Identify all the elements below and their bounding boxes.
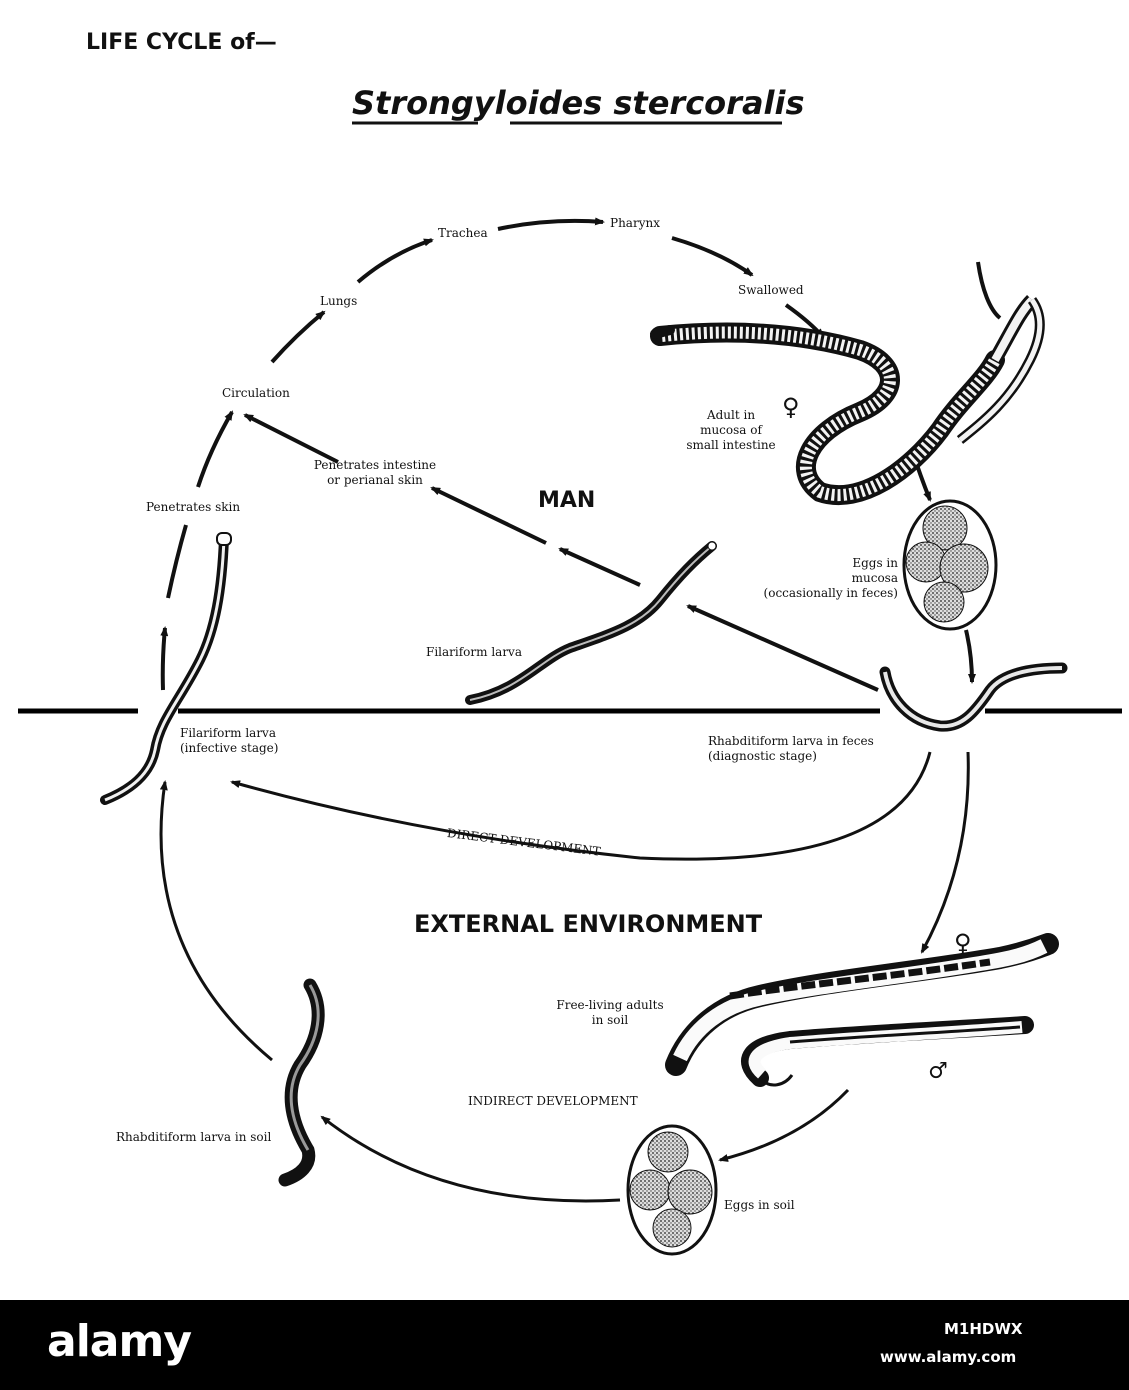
arrow-autoinfection-c (430, 486, 547, 545)
rhabditiform-larva-feces (879, 662, 1068, 732)
label-eggs-mucosa-line3: (occasionally in feces) (763, 586, 898, 600)
female-symbol-free-living: ♀ (954, 929, 972, 957)
section-external-environment: EXTERNAL ENVIRONMENT (414, 910, 763, 938)
arrow-eggs-rhabditiform-soil (320, 1115, 621, 1203)
label-penetrates-intestine: Penetrates intestine or perianal skin (300, 458, 450, 488)
free-living-female (665, 933, 1059, 1076)
label-filariform-larva-man: Filariform larva (426, 645, 522, 659)
arrow-eggs-rhabditiform (964, 629, 976, 684)
arrow-direct-development (230, 751, 932, 861)
arrow-skin-circulation-a (196, 410, 234, 488)
label-circulation: Circulation (222, 386, 290, 400)
arrow-larva-skin-b (166, 524, 188, 599)
rhabditiform-larva-soil (278, 978, 325, 1187)
free-living-male (741, 1016, 1034, 1087)
label-lungs: Lungs (320, 294, 358, 308)
eggs-in-soil (626, 1124, 718, 1256)
arrow-autoinfection-b (558, 547, 641, 587)
footer-logo: alamy (47, 1316, 192, 1367)
upper-cycle-arrows (160, 217, 976, 692)
arrow-rhabditiform-soil-filariform (159, 780, 273, 1062)
label-adult-line1: Adult in (706, 408, 756, 422)
footer-image-id: M1HDWX (944, 1320, 1023, 1338)
label-adult-line2: mucosa of (700, 423, 762, 437)
label-rhabditiform-feces: Rhabditiform larva in feces (diagnostic … (708, 734, 874, 764)
male-symbol-free-living: ♂ (928, 1059, 948, 1084)
label-indirect-development: INDIRECT DEVELOPMENT (468, 1094, 638, 1108)
label-adult-line3: small intestine (686, 438, 776, 452)
label-free-living-adults: Free-living adults in soil (548, 998, 672, 1028)
arrow-lungs-trachea (356, 238, 434, 284)
label-penetrates-intestine-line1: Penetrates intestine (313, 458, 437, 472)
label-trachea: Trachea (438, 226, 488, 240)
life-cycle-diagram (18, 121, 1122, 1256)
label-eggs-mucosa-line2: mucosa (851, 571, 898, 585)
arrow-pharynx-swallowed (671, 236, 754, 277)
label-adult-in-mucosa: Adult in mucosa of small intestine (676, 408, 786, 453)
arrow-rhabditiform-free-living (920, 751, 970, 954)
female-symbol-adult: ♀ (782, 393, 800, 421)
footer-url: www.alamy.com (880, 1348, 1017, 1366)
lower-cycle-arrows (159, 751, 970, 1203)
label-pharynx: Pharynx (610, 216, 660, 230)
label-free-living-line2: in soil (591, 1013, 629, 1027)
label-penetrates-intestine-line2: or perianal skin (327, 473, 423, 487)
arrow-larva-skin-a (160, 626, 169, 691)
arrow-trachea-pharynx (497, 217, 605, 231)
label-rhabditiform-feces-line2: (diagnostic stage) (708, 749, 817, 763)
label-filariform-infective-line2: (infective stage) (180, 741, 279, 755)
label-eggs-in-soil: Eggs in soil (724, 1198, 795, 1212)
label-rhabditiform-feces-line1: Rhabditiform larva in feces (708, 734, 874, 748)
label-penetrates-skin: Penetrates skin (146, 500, 241, 514)
footer-bar (0, 1300, 1129, 1390)
title-species: Strongyloides stercoralis (352, 84, 805, 122)
arrow-autoinfection (686, 604, 879, 692)
adult-female-worm (650, 261, 1045, 506)
label-filariform-infective-line1: Filariform larva (180, 726, 276, 740)
filariform-larva-infective (100, 532, 232, 805)
arrow-circulation-lungs (270, 310, 326, 364)
label-eggs-in-mucosa: Eggs in mucosa (occasionally in feces) (738, 556, 898, 601)
label-filariform-infective: Filariform larva (infective stage) (180, 726, 278, 756)
label-eggs-mucosa-line1: Eggs in (852, 556, 898, 570)
label-swallowed: Swallowed (738, 283, 804, 297)
section-man: MAN (538, 488, 596, 513)
label-free-living-line1: Free-living adults (556, 998, 664, 1012)
arrow-intestine-circulation (243, 413, 339, 464)
label-rhabditiform-larva-soil: Rhabditiform larva in soil (116, 1130, 272, 1144)
title-prefix: LIFE CYCLE of— (86, 30, 277, 55)
filariform-larva-man (465, 541, 717, 705)
arrow-free-living-eggs (718, 1088, 850, 1162)
eggs-in-mucosa (902, 499, 998, 631)
